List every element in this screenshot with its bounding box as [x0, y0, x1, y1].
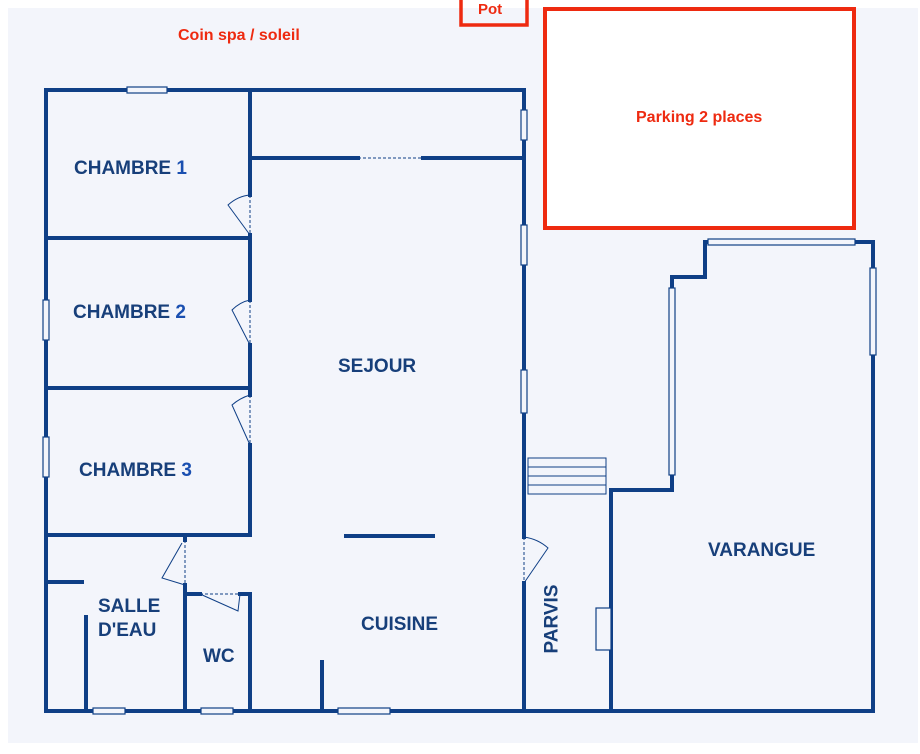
parvis-steps — [527, 457, 607, 495]
chambre2-number: 2 — [175, 302, 186, 323]
varangue-label: VARANGUE — [708, 540, 816, 561]
parking-label: Parking 2 places — [636, 109, 763, 126]
salle-eau-label: SALLE D'EAU — [98, 595, 160, 643]
parvis-label: PARVIS — [541, 584, 563, 654]
windows — [42, 86, 877, 715]
spa-label: Coin spa / soleil — [178, 27, 300, 44]
salle-eau-line1: SALLE — [98, 596, 161, 617]
doors — [161, 157, 549, 612]
salle-eau-line2: D'EAU — [98, 620, 157, 641]
chambre1-label: CHAMBRE 1 — [74, 158, 187, 180]
chambre3-text: CHAMBRE — [79, 460, 177, 481]
chambre1-text: CHAMBRE — [74, 158, 172, 179]
pot-box — [459, 0, 529, 27]
chambre3-label: CHAMBRE 3 — [79, 460, 192, 482]
chambre2-label: CHAMBRE 2 — [73, 302, 186, 324]
sejour-label: SEJOUR — [338, 356, 417, 377]
chambre2-text: CHAMBRE — [73, 302, 171, 323]
parking-box — [543, 7, 856, 230]
chambre3-number: 3 — [181, 460, 192, 481]
wc-label: WC — [203, 646, 235, 667]
chambre1-number: 1 — [176, 158, 187, 179]
walls — [44, 88, 875, 713]
cuisine-label: CUISINE — [361, 614, 439, 635]
pot-label: Pot — [478, 1, 503, 18]
